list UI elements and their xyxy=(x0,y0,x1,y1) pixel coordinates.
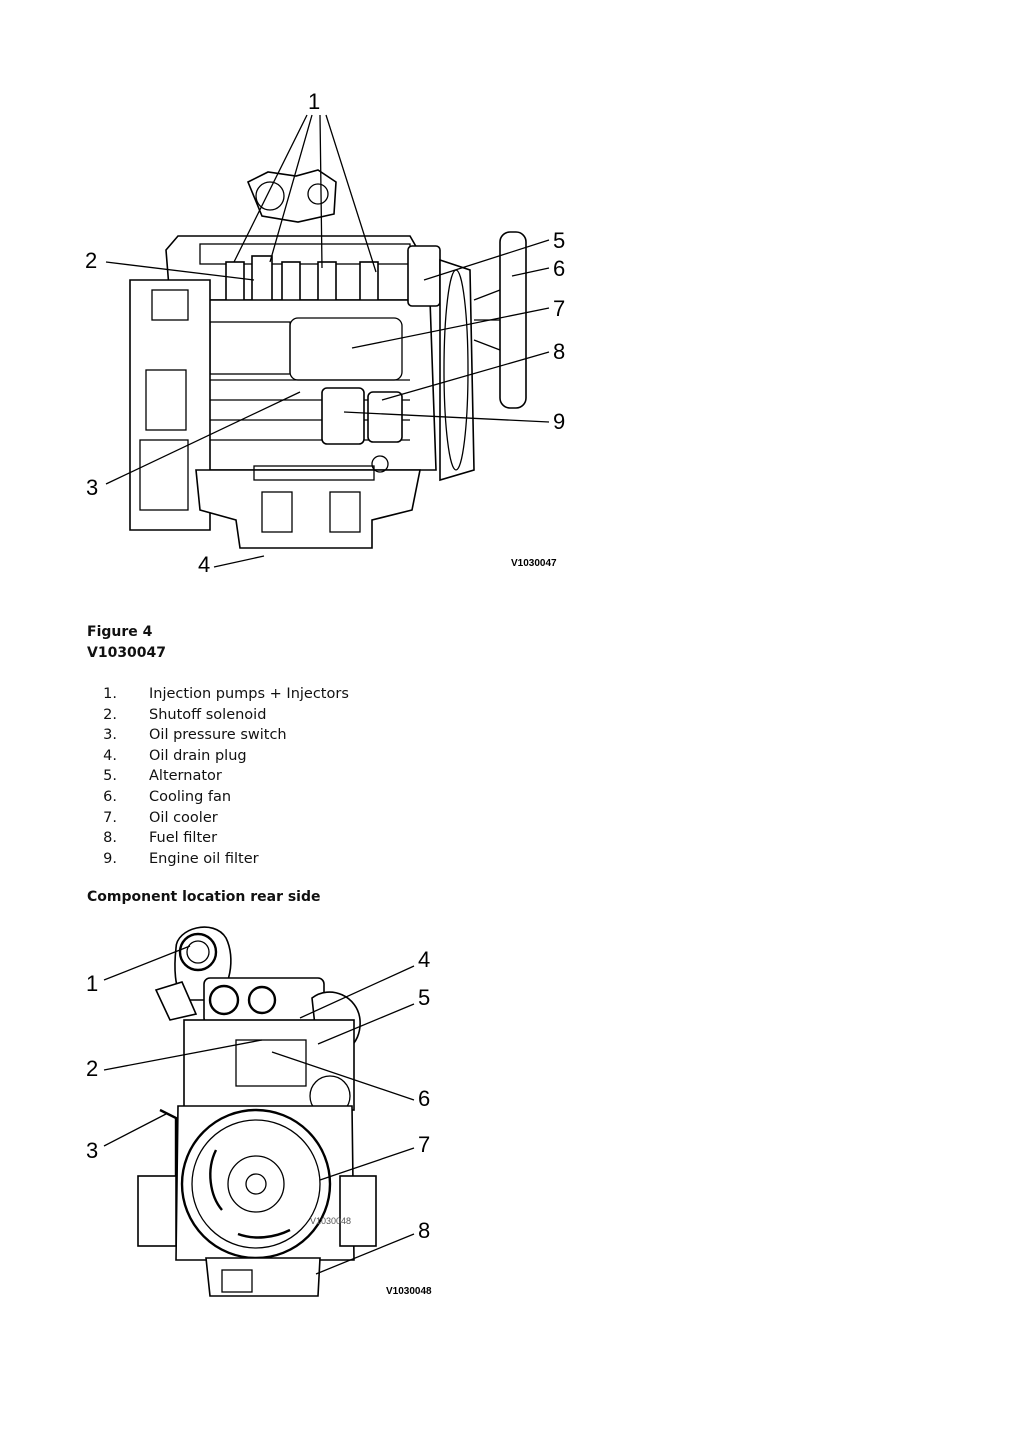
rear-callout-5: 5 xyxy=(418,985,430,1010)
engine-rear-view-drawing xyxy=(137,926,377,1297)
leader-lines xyxy=(105,114,550,568)
rear-callout-8: 8 xyxy=(418,1218,430,1243)
callout-6: 6 xyxy=(553,256,565,281)
callout-1: 1 xyxy=(308,89,320,114)
rear-inner-code: V1030048 xyxy=(310,1216,351,1226)
callout-2: 2 xyxy=(85,248,97,273)
engine-side-view-drawing xyxy=(129,169,527,549)
engine-side-view-figure: 1 2 3 4 5 6 7 8 9 V1030047 xyxy=(85,89,565,577)
figure-label: Figure 4 xyxy=(87,624,153,640)
callout-9: 9 xyxy=(553,409,565,434)
rear-callout-6: 6 xyxy=(418,1086,430,1111)
figure-image-code: V1030047 xyxy=(511,558,557,569)
leader-lines-rear xyxy=(103,945,415,1275)
rear-callout-1: 1 xyxy=(86,971,98,996)
callout-8: 8 xyxy=(553,339,565,364)
section-heading: Component location rear side xyxy=(87,889,321,905)
callout-7: 7 xyxy=(553,296,565,321)
callout-3: 3 xyxy=(86,475,98,500)
figure-code: V1030047 xyxy=(87,645,167,661)
callout-5: 5 xyxy=(553,228,565,253)
rear-callout-7: 7 xyxy=(418,1132,430,1157)
rear-image-code: V1030048 xyxy=(386,1286,432,1297)
callout-4: 4 xyxy=(198,552,210,577)
rear-callout-2: 2 xyxy=(86,1056,98,1081)
rear-callout-4: 4 xyxy=(418,947,430,972)
rear-callout-3: 3 xyxy=(86,1138,98,1163)
